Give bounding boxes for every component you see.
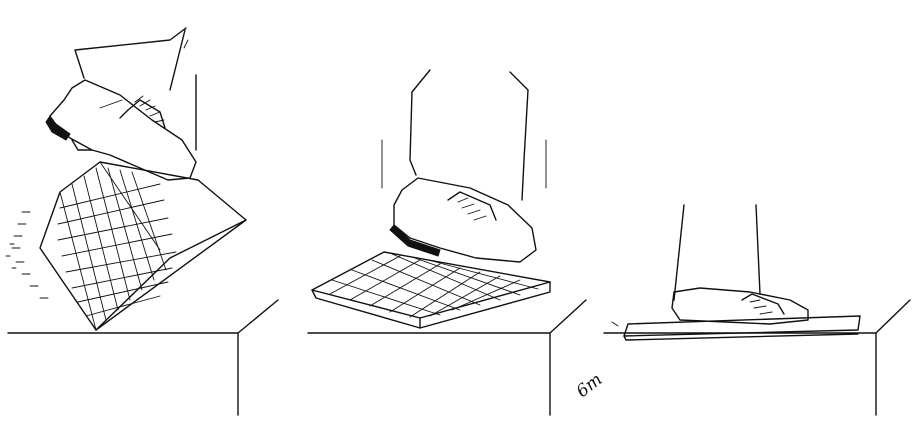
panel-2-shoe	[389, 177, 537, 263]
panel-2-trouser	[381, 69, 547, 201]
panel-3-flat-mat	[603, 204, 911, 416]
panel-1-table	[7, 299, 279, 416]
panel-3-flat-pad	[611, 315, 861, 341]
panel-1-trouser	[74, 27, 197, 151]
panel-3-trouser	[673, 204, 761, 301]
panel-1-raised-mat	[5, 27, 279, 416]
panel-2-table	[307, 299, 587, 416]
panel-3-table	[603, 299, 911, 416]
panel-1-wedge-mat	[5, 161, 247, 331]
panel-3-shoe	[671, 287, 809, 325]
marginal-note: 6m	[573, 370, 607, 402]
panel-1-shoe	[45, 79, 197, 181]
panel-2-partially-flattened	[307, 69, 587, 416]
panel-2-mat	[311, 251, 551, 329]
